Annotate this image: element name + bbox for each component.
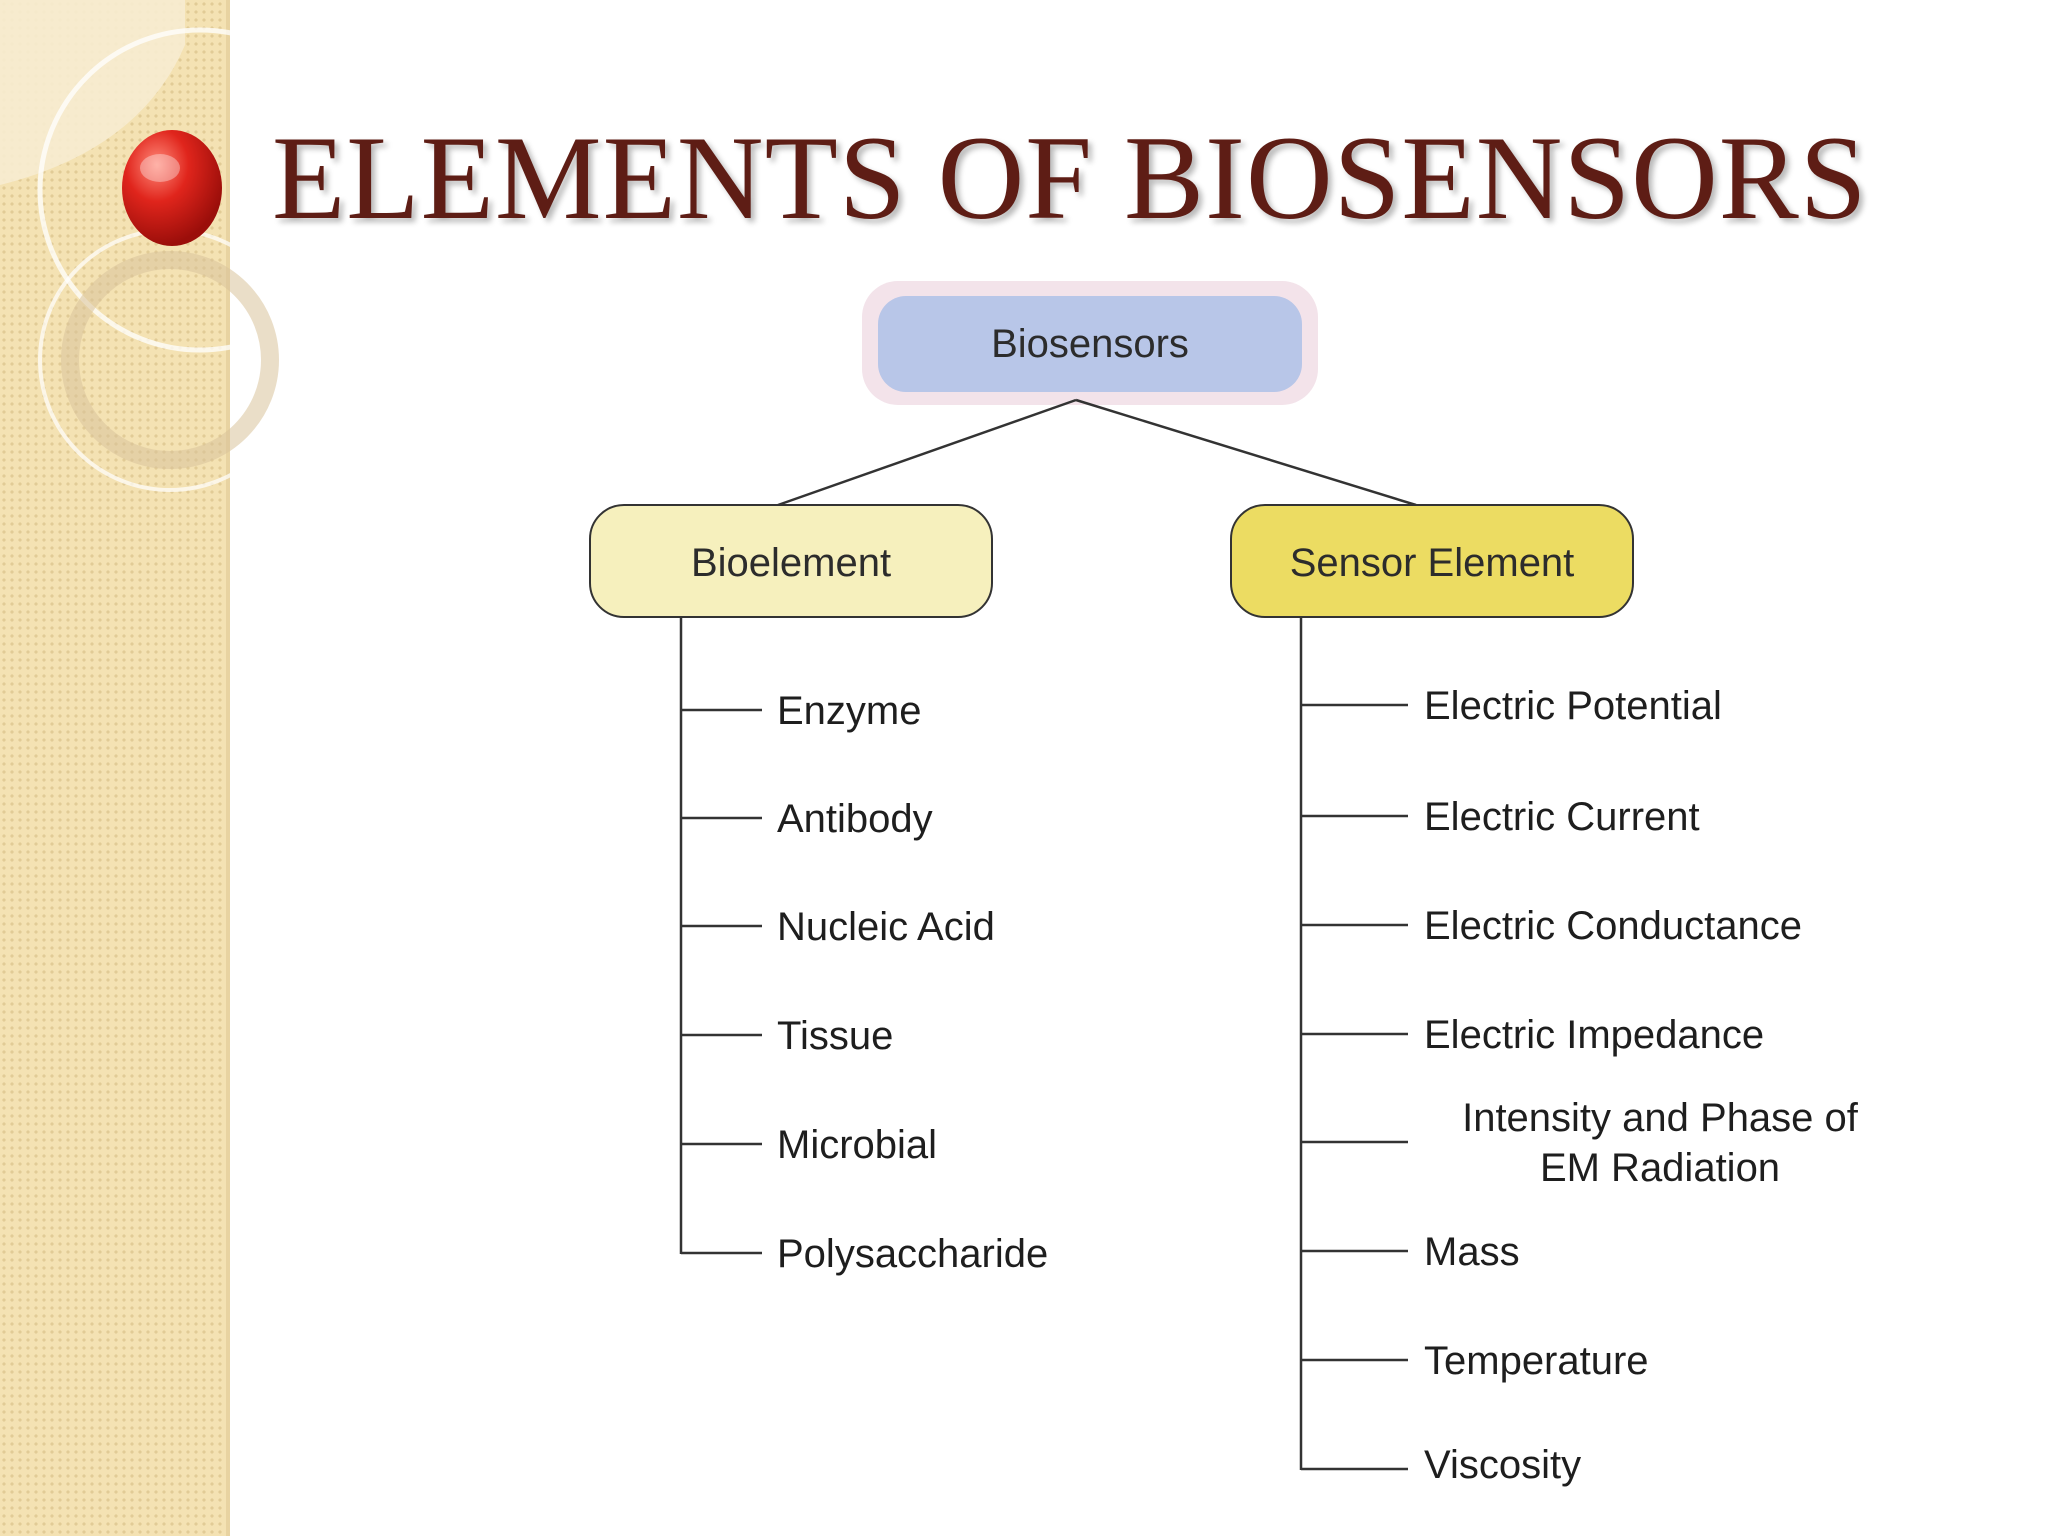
sensor-element-node-label: Sensor Element	[1290, 541, 1575, 585]
bioelement-node-box	[589, 504, 993, 618]
side-strip-edge	[226, 0, 230, 1536]
root-node-box	[878, 296, 1302, 392]
sensor-child-em-radiation-line2: EM Radiation	[1540, 1146, 1780, 1190]
bioelement-child-antibody: Antibody	[777, 797, 933, 841]
sensor-child-electric-conductance: Electric Conductance	[1424, 904, 1802, 948]
root-node: Biosensors	[862, 281, 1318, 405]
bioelement-child-polysaccharide: Polysaccharide	[777, 1232, 1048, 1276]
sensor-element-children: Electric Potential Electric Current Elec…	[1299, 617, 1859, 1487]
sensor-element-node-box	[1230, 504, 1634, 618]
root-to-sensor-connector	[1075, 398, 1417, 507]
sensor-child-viscosity: Viscosity	[1424, 1443, 1581, 1487]
bioelement-child-microbial: Microbial	[777, 1123, 937, 1167]
title-bullet-icon	[122, 130, 222, 246]
bioelement-node: Bioelement	[589, 504, 993, 618]
decorative-ring-large	[37, 27, 320, 353]
decorative-circles	[0, 0, 320, 492]
bioelement-child-enzyme: Enzyme	[777, 689, 922, 733]
sensor-child-temperature: Temperature	[1424, 1339, 1649, 1383]
slide-title: ELEMENTS OF BIOSENSORS	[272, 111, 1868, 244]
sensor-child-em-radiation-line1: Intensity and Phase of	[1462, 1096, 1859, 1140]
bullet-highlight	[140, 154, 180, 182]
bioelement-child-nucleic-acid: Nucleic Acid	[777, 905, 995, 949]
bioelement-children: Enzyme Antibody Nucleic Acid Tissue Micr…	[679, 617, 1048, 1276]
bioelement-node-label: Bioelement	[691, 541, 891, 585]
sensor-element-node: Sensor Element	[1230, 504, 1634, 618]
sensor-child-electric-current: Electric Current	[1424, 795, 1700, 839]
sensor-child-electric-impedance: Electric Impedance	[1424, 1013, 1764, 1057]
root-node-label: Biosensors	[991, 322, 1189, 366]
decorative-ring-inner	[61, 251, 279, 469]
sensor-child-electric-potential: Electric Potential	[1424, 684, 1722, 728]
bioelement-child-tissue: Tissue	[777, 1014, 893, 1058]
root-to-bioelement-connector	[777, 398, 1077, 507]
sensor-child-mass: Mass	[1424, 1230, 1520, 1274]
